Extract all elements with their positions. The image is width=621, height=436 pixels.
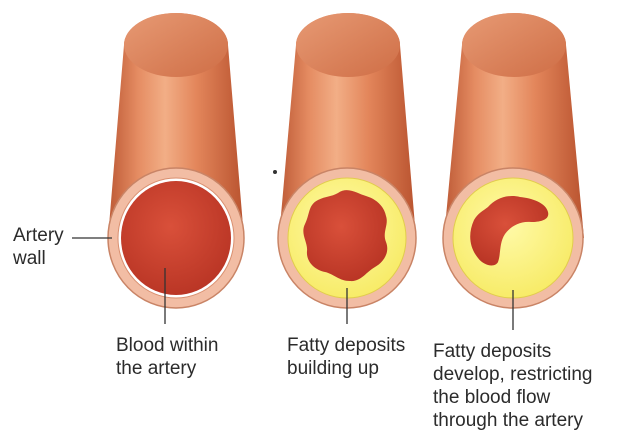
fatty-building-label-line-1: Fatty deposits bbox=[287, 334, 405, 357]
stray-dot bbox=[273, 170, 277, 174]
artery-building-up-top bbox=[296, 13, 400, 77]
blood-within-label-line-2: the artery bbox=[116, 357, 218, 380]
artery-restricted-top bbox=[462, 13, 566, 77]
fatty-restricting-label-line-2: develop, restricting bbox=[433, 363, 592, 386]
artery-healthy-top bbox=[124, 13, 228, 77]
fatty-restricting-label-line-4: through the artery bbox=[433, 409, 592, 432]
artery-healthy bbox=[108, 13, 244, 308]
artery-wall-label-line-2: wall bbox=[13, 247, 64, 270]
blood-within-label: Blood within the artery bbox=[116, 334, 218, 380]
fatty-restricting-label-line-1: Fatty deposits bbox=[433, 340, 592, 363]
artery-wall-label: Artery wall bbox=[13, 224, 64, 270]
artery-building-up bbox=[278, 13, 416, 308]
fatty-building-label-line-2: building up bbox=[287, 357, 405, 380]
fatty-restricting-label-line-3: the blood flow bbox=[433, 386, 592, 409]
artery-wall-label-line-1: Artery bbox=[13, 224, 64, 247]
fatty-restricting-label: Fatty deposits develop, restricting the … bbox=[433, 340, 592, 432]
blood-within-label-line-1: Blood within bbox=[116, 334, 218, 357]
artery-healthy-blood bbox=[121, 181, 231, 295]
fatty-building-label: Fatty deposits building up bbox=[287, 334, 405, 380]
artery-restricted bbox=[443, 13, 584, 308]
